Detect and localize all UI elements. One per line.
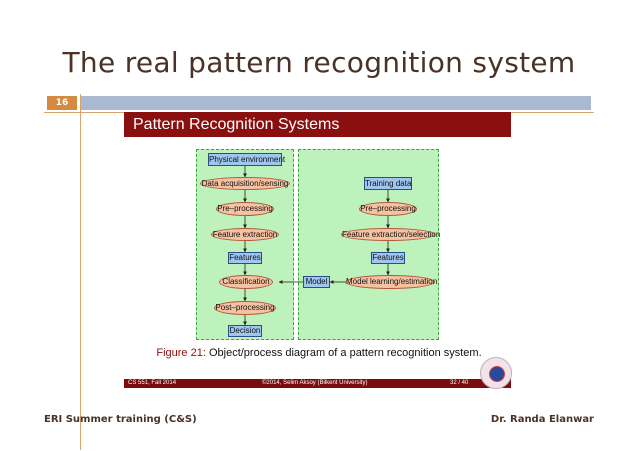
figure-label: Figure 21:: [156, 347, 206, 359]
logo-emblem: [489, 366, 505, 382]
vertical-divider: [80, 94, 81, 450]
feature-extraction-selection-node: Feature extraction/selection: [341, 228, 441, 241]
decision-node: Decision: [228, 325, 262, 337]
university-logo: [480, 357, 512, 389]
post-processing-node: Post–processing: [214, 301, 276, 315]
right-pre-processing-node: Pre–processing: [359, 202, 417, 216]
slide-title: The real pattern recognition system: [62, 46, 576, 79]
right-features-node: Features: [371, 252, 405, 264]
features-node: Features: [228, 252, 262, 264]
source-course: CS 551, Fall 2014: [128, 380, 177, 386]
data-acquisition-node: Data acquisition/sensing: [200, 177, 290, 190]
classification-node: Classification: [219, 275, 273, 289]
pre-processing-node: Pre–processing: [216, 202, 274, 216]
figure-caption: Figure 21: Object/process diagram of a p…: [0, 347, 638, 359]
source-banner: Pattern Recognition Systems: [124, 112, 511, 137]
slide-number: 16: [47, 96, 77, 110]
source-page: 32 / 40: [450, 380, 469, 386]
model-learning-node: Model learning/estimation: [345, 275, 437, 289]
figure-caption-text: Object/process diagram of a pattern reco…: [208, 347, 482, 359]
source-footer-bar: CS 551, Fall 2014 ©2014, Selim Aksoy (Bi…: [124, 379, 511, 388]
feature-extraction-node: Feature extraction: [211, 228, 279, 241]
physical-environment-node: Physical environment: [208, 153, 286, 166]
header-bar: [81, 96, 591, 110]
footer-left: ERI Summer training (C&S): [44, 414, 197, 425]
footer-right: Dr. Randa Elanwar: [490, 414, 594, 425]
training-data-node: Training data: [364, 177, 412, 190]
source-author: ©2014, Selim Aksoy (Bilkent University): [262, 380, 368, 386]
model-node: Model: [303, 276, 330, 288]
